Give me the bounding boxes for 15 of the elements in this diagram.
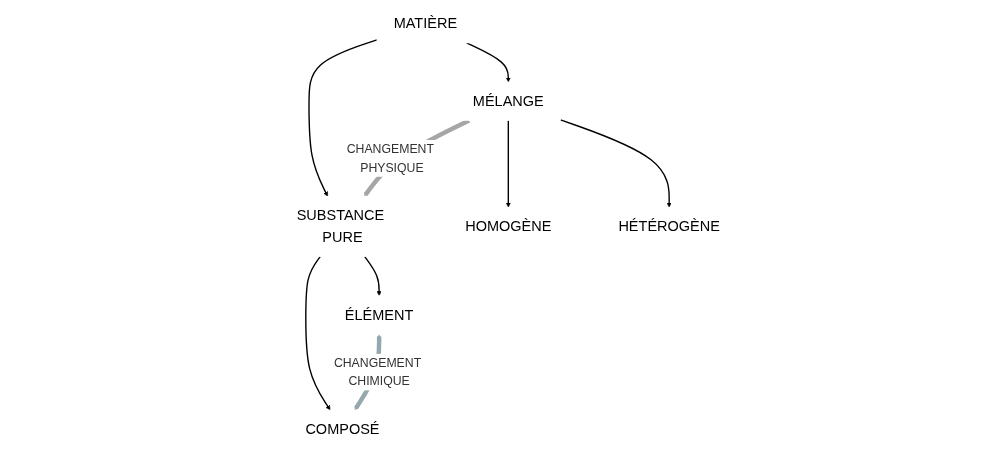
node-text: SUBSTANCE PURE <box>296 206 385 246</box>
node-text: HOMOGÈNE <box>465 217 552 235</box>
node-text: MÉLANGE <box>473 92 544 110</box>
node-text: HÉTÉROGÈNE <box>618 217 721 235</box>
edge-label: CHANGEMENT CHIMIQUE <box>334 355 422 389</box>
arrow <box>308 39 378 197</box>
edge-label: CHANGEMENT PHYSIQUE <box>346 142 434 175</box>
arrow <box>506 119 511 208</box>
arrow <box>305 255 331 411</box>
arrow <box>466 42 511 83</box>
node-text: MATIÈRE <box>393 15 458 32</box>
arrow <box>364 255 382 296</box>
node-text: COMPOSÉ <box>305 420 380 438</box>
node-text: ÉLÉMENT <box>345 306 414 324</box>
arrow <box>560 119 672 208</box>
